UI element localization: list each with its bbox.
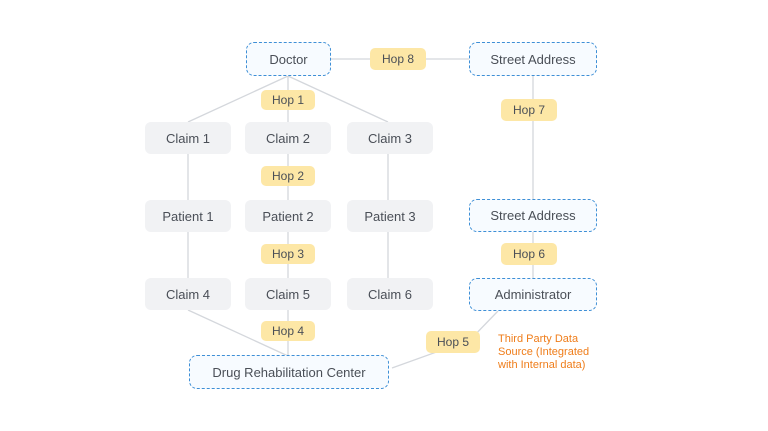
hop-3-label: Hop 3: [261, 244, 315, 264]
node-claim-4: Claim 4: [145, 278, 231, 310]
edge-doctor-claim-1: [187, 75, 289, 123]
note-line-1: Third Party Data: [498, 333, 579, 345]
edge-doctor-claim-3: [287, 75, 389, 123]
node-claim-1: Claim 1: [145, 122, 231, 154]
hop-6-label: Hop 6: [501, 243, 557, 265]
node-street-address-mid: Street Address: [469, 199, 597, 232]
hop-1-label: Hop 1: [261, 90, 315, 110]
hop-5-label: Hop 5: [426, 331, 480, 353]
node-administrator: Administrator: [469, 278, 597, 311]
node-street-address-top: Street Address: [469, 42, 597, 76]
node-drug-rehabilitation-center: Drug Rehabilitation Center: [189, 355, 389, 389]
node-patient-2: Patient 2: [245, 200, 331, 232]
note-line-3: with Internal data): [498, 359, 586, 371]
node-claim-5: Claim 5: [245, 278, 331, 310]
node-claim-6: Claim 6: [347, 278, 433, 310]
hop-8-label: Hop 8: [370, 48, 426, 70]
node-patient-1: Patient 1: [145, 200, 231, 232]
node-claim-3: Claim 3: [347, 122, 433, 154]
hop-7-label: Hop 7: [501, 99, 557, 121]
node-doctor: Doctor: [246, 42, 331, 76]
node-patient-3: Patient 3: [347, 200, 433, 232]
node-claim-2: Claim 2: [245, 122, 331, 154]
hop-4-label: Hop 4: [261, 321, 315, 341]
edge-claim-4-rehab: [187, 309, 289, 357]
third-party-data-note: Third Party Data Source (Integrated with…: [498, 333, 628, 372]
note-line-2: Source (Integrated: [498, 346, 590, 358]
hop-2-label: Hop 2: [261, 166, 315, 186]
